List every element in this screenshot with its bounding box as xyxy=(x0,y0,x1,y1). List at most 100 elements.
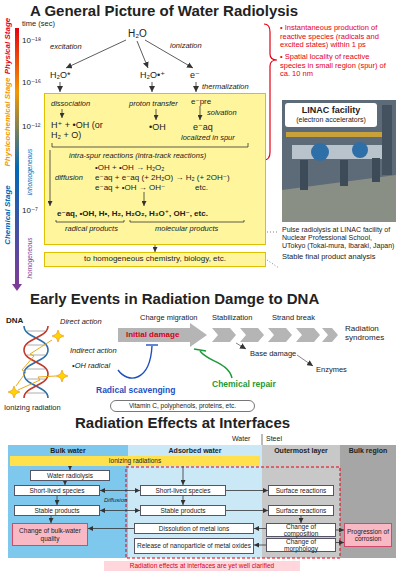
process-box: Change of morphology xyxy=(266,538,336,552)
diagram-title: A General Picture of Water Radiolysis xyxy=(30,2,298,19)
dna-helix xyxy=(24,326,48,398)
node-text: Change of bulk-water quality xyxy=(15,527,85,541)
process-label: Stabilization xyxy=(212,314,252,323)
node-text: Short-lived species xyxy=(30,487,85,494)
node-text: solvation xyxy=(207,109,237,118)
connector-arrow xyxy=(226,510,268,511)
label-text: 10⁻¹⁸ xyxy=(22,36,41,45)
region-label: Water xyxy=(232,435,250,443)
node-text: e⁻pre xyxy=(191,97,211,106)
node-text: Dissolution of metal ions xyxy=(159,525,229,532)
node-text: Surface reactions xyxy=(276,507,327,514)
stage-label: Physicochemical Stage xyxy=(3,78,12,167)
node-text: Stable products xyxy=(160,507,205,514)
photo-caption-box: LINAC facility(electron accelerators) xyxy=(285,103,377,127)
connector-arrow xyxy=(100,490,140,491)
radiation-tracks xyxy=(16,340,56,390)
node-text: diffusion xyxy=(55,174,83,183)
node-text: e⁻aq + •OH → OH⁻ xyxy=(95,183,165,192)
node-text: Change of composition xyxy=(269,523,333,537)
node-text: Outermost layer xyxy=(262,447,340,455)
note-text: Stable final product analysis xyxy=(282,253,396,262)
process-box: Stable products xyxy=(140,505,226,516)
node-text: etc. xyxy=(195,183,208,192)
connector-arrow xyxy=(100,510,140,511)
node-text: Short-lived species xyxy=(156,487,211,494)
process-label: Diffusion xyxy=(104,497,127,504)
node-text: Release of nanoparticle of metal oxides xyxy=(137,542,251,549)
connector-arrow xyxy=(88,528,134,529)
node-text: Bulk region xyxy=(340,447,396,455)
process-label: Radical scavenging xyxy=(96,386,175,396)
label-text: time (sec) xyxy=(22,20,55,29)
connector-arrow xyxy=(51,516,52,523)
process-box: Short-lived species xyxy=(140,485,226,496)
node-text: Surface reactions xyxy=(276,487,327,494)
result-box: Progression of corrosion xyxy=(344,523,392,547)
process-box: Surface reactions xyxy=(268,485,334,496)
node-text: •OH xyxy=(149,122,166,132)
note-text: Pulse radiolysis at LINAC facility of Nu… xyxy=(282,226,396,250)
process-label: Chemical repair xyxy=(212,380,276,390)
connector-arrow xyxy=(155,245,156,252)
process-label: Strand break xyxy=(272,314,315,323)
species-label: H₂O•⁺ xyxy=(140,70,165,80)
node-text: Radiation effects at interfaces are yet … xyxy=(130,562,274,569)
connector-arrow xyxy=(254,528,266,529)
node-text: (electron accelerators) xyxy=(296,116,366,124)
label-text: 10⁻⁷ xyxy=(22,206,38,215)
process-box: Dissolution of metal ions xyxy=(134,523,254,534)
connector-arrow xyxy=(57,496,58,505)
connector-arrow xyxy=(226,490,268,491)
note-box: Radiation effects at interfaces are yet … xyxy=(104,561,300,571)
node-text: Change of morphology xyxy=(269,538,333,552)
node-text: Stable products xyxy=(34,507,79,514)
note-text: • Instantaneous production of reactive s… xyxy=(280,24,396,50)
region-column: Bulk regionProgression of corrosion xyxy=(340,445,396,558)
node-text: e⁻aq, •OH, H•, H₂, H₂O₂, H₃O⁺, OH⁻, etc. xyxy=(57,209,208,218)
node-text: dissociation xyxy=(51,100,90,109)
process-label: excitation xyxy=(50,43,82,52)
node-text: Bulk water xyxy=(8,447,128,455)
connector-arrow xyxy=(336,530,344,531)
region-column: Outermost layerSurface reactionsSurface … xyxy=(262,445,340,558)
node-text: e⁻aq + e⁻aq (+ 2H₂O) → H₂ (+ 2OH⁻) xyxy=(95,173,230,182)
branch-arrows xyxy=(236,343,313,366)
process-box: Water radiolysis xyxy=(30,470,110,481)
section-heading: Early Events in Radiation Damge to DNA xyxy=(30,290,319,307)
node-text: intra-spur reactions (intra-track reacti… xyxy=(69,152,206,161)
node-text: •OH + •OH → H₂O₂ xyxy=(95,163,164,172)
species-label: H₂O* xyxy=(50,70,71,80)
connector-arrow xyxy=(301,516,302,523)
leader-lines xyxy=(267,232,279,268)
node-text: proton transfer xyxy=(129,100,178,109)
region-label: Steel xyxy=(266,435,282,443)
connector-arrow xyxy=(183,466,184,485)
stage-label: homogeneous xyxy=(26,237,33,278)
process-box: Change of composition xyxy=(266,523,336,537)
node-text: Water radiolysis xyxy=(47,472,93,479)
process-label: thermalization xyxy=(202,83,249,92)
process-label: ionization xyxy=(170,42,202,51)
connector-arrow xyxy=(254,545,266,546)
outcome-box: to homogeneous chemistry, biology, etc. xyxy=(44,252,266,267)
part-label: Ionizing radiation xyxy=(4,404,61,413)
node-text: Ionizing radiations xyxy=(109,457,161,464)
process-box: Surface reactions xyxy=(268,505,334,516)
connector-arrow xyxy=(336,542,344,543)
node-text: Progression of corrosion xyxy=(347,528,389,542)
node-text: to homogeneous chemistry, biology, etc. xyxy=(84,255,226,264)
node-text: Adsorbed water xyxy=(128,447,262,455)
process-label: Direct action xyxy=(60,318,102,327)
interface-columns xyxy=(8,434,396,558)
label-text: 10⁻¹² xyxy=(22,122,40,131)
repair-curve xyxy=(194,349,232,378)
linac-photo xyxy=(282,100,396,222)
note-text: • Spatial locality of reactive species i… xyxy=(280,53,396,79)
chemical-stage-box: dissociation proton transfer e⁻pre solvatio… xyxy=(44,93,266,245)
radiation-band: Ionizing radiations xyxy=(10,456,260,466)
process-label: Base damage xyxy=(250,350,296,359)
stage-label: inhomogeneous xyxy=(26,149,33,195)
stage-label: Physical Stage xyxy=(3,18,12,74)
